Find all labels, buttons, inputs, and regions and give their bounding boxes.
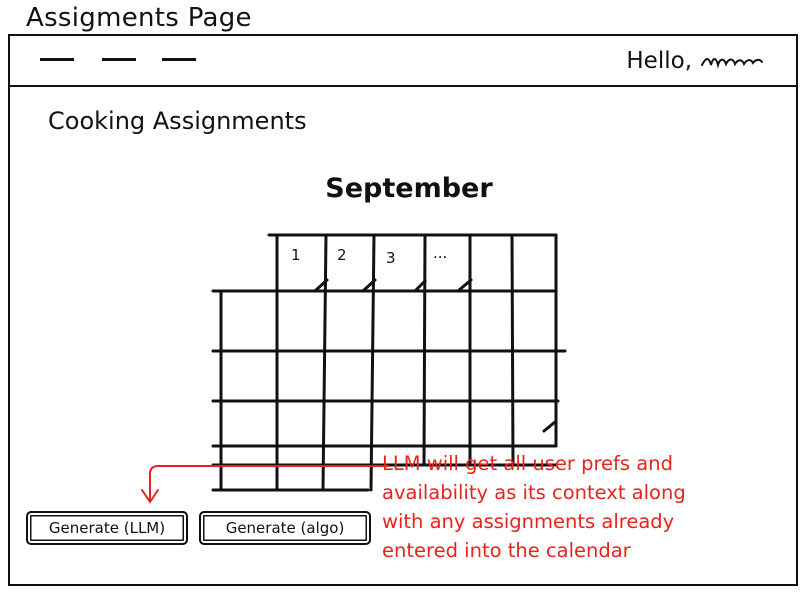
- navbar: Hello,: [10, 36, 796, 87]
- greeting-text: Hello,: [626, 48, 692, 74]
- generate-algo-button[interactable]: Generate (algo): [199, 511, 371, 545]
- calendar-day-label: 1: [291, 246, 301, 264]
- section-title: Cooking Assignments: [48, 107, 307, 135]
- nav-link-placeholder-1[interactable]: [40, 58, 74, 61]
- calendar-day-label: 3: [386, 249, 396, 267]
- llm-annotation-note: LLM will get all user prefs and availabi…: [382, 449, 792, 565]
- annotation-line: availability as its context along: [382, 481, 686, 504]
- month-title: September: [325, 173, 493, 204]
- calendar-day-label: 2: [337, 246, 347, 264]
- app-window: Hello, Cooking Assignments September: [8, 34, 798, 586]
- annotation-line: LLM will get all user prefs and: [382, 452, 673, 475]
- user-greeting: Hello,: [626, 46, 764, 76]
- calendar-day-label: ...: [433, 244, 447, 262]
- page-heading: Assigments Page: [26, 3, 252, 33]
- annotation-line: with any assignments already: [382, 510, 675, 533]
- nav-link-placeholder-3[interactable]: [162, 58, 196, 61]
- annotation-arrow: [141, 465, 389, 504]
- generate-llm-button[interactable]: Generate (LLM): [26, 511, 188, 545]
- username-scribble: [701, 58, 763, 69]
- nav-link-placeholder-2[interactable]: [102, 58, 136, 61]
- annotation-line: entered into the calendar: [382, 539, 631, 562]
